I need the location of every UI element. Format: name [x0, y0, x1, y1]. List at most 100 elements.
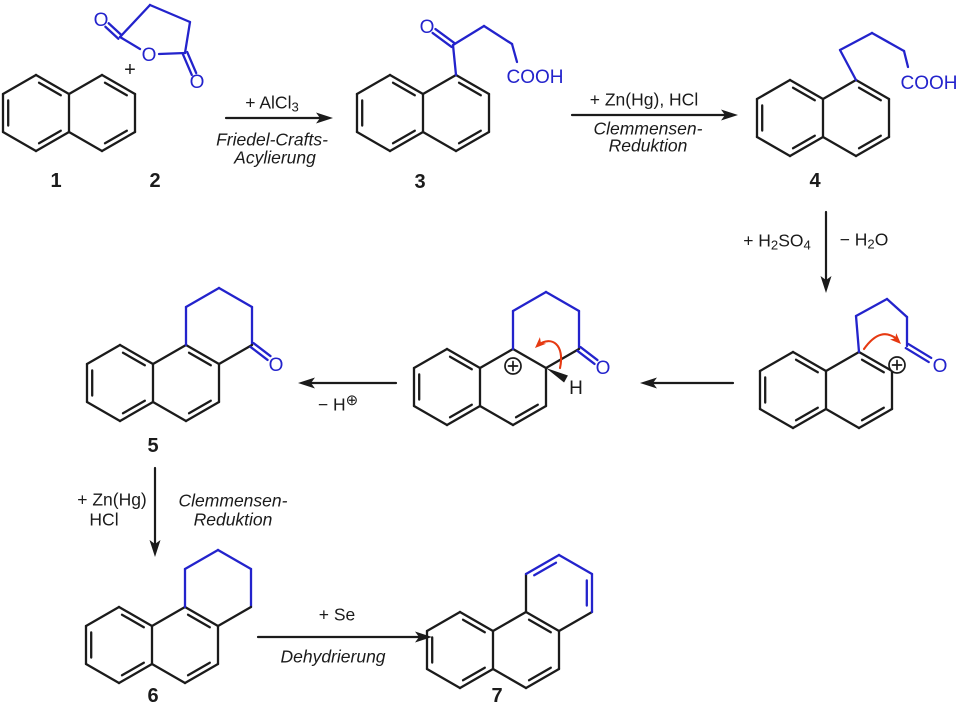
- bond: [34, 130, 71, 153]
- double-bond-inner: [448, 355, 473, 371]
- bond: [821, 135, 858, 158]
- bond: [84, 662, 121, 685]
- double-bond-inner: [448, 403, 473, 419]
- bond: [451, 24, 486, 47]
- bond: [67, 73, 104, 96]
- structure-naphthalene: [1, 73, 137, 153]
- double-bond: [186, 50, 198, 75]
- bond: [870, 31, 906, 53]
- bond: [150, 662, 187, 685]
- reaction-arrow-6-down: [149, 466, 161, 557]
- bond: [511, 404, 548, 427]
- bond: [34, 73, 71, 96]
- bond: [524, 667, 561, 690]
- double-bond-inner: [457, 81, 482, 97]
- bond: [118, 343, 155, 366]
- double-bond-inner: [457, 129, 482, 145]
- bond: [755, 78, 792, 101]
- double-bond: [107, 22, 123, 37]
- bond: [854, 314, 861, 354]
- structure-dihydrophenanthrenone-5: O: [85, 286, 283, 423]
- bond: [425, 667, 462, 690]
- bond: [84, 605, 121, 628]
- bond: [412, 347, 449, 370]
- bond: [454, 73, 491, 96]
- structure-tetrahydrophenanthrene-6: [84, 548, 253, 685]
- bond: [857, 350, 894, 373]
- bond: [510, 42, 519, 64]
- double-bond-inner: [37, 81, 62, 97]
- double-bond: [431, 31, 453, 49]
- bond: [838, 31, 874, 52]
- bond: [821, 78, 858, 101]
- bond: [491, 610, 528, 633]
- bond: [151, 343, 188, 366]
- structure-succinic-anhydride: OOO: [94, 3, 205, 93]
- bond: [151, 400, 188, 423]
- double-bond-inner: [514, 403, 539, 419]
- atom-label: H: [569, 378, 583, 399]
- arrowhead-icon: [298, 377, 315, 389]
- atom-label: O: [190, 72, 205, 93]
- double-bond-inner: [103, 81, 128, 97]
- arrowhead-icon: [640, 377, 657, 389]
- double-bond-inner: [533, 561, 558, 577]
- double-bond: [252, 341, 272, 358]
- atom-label: O: [420, 17, 435, 38]
- bond: [544, 290, 581, 313]
- double-bond-inner: [186, 613, 211, 629]
- structure-naphthyl-butanoic-acid-4: COOH: [755, 31, 958, 158]
- bond: [491, 667, 528, 690]
- bond: [857, 407, 894, 430]
- bond: [854, 78, 891, 101]
- bond: [511, 290, 548, 313]
- double-bond-inner: [461, 618, 486, 634]
- bond: [184, 343, 221, 366]
- bond: [557, 610, 594, 633]
- double-bond-inner: [391, 129, 416, 145]
- double-bond-inner: [791, 134, 816, 150]
- structure-acylium-cation: O: [758, 297, 947, 430]
- bond: [118, 3, 152, 39]
- bond: [544, 347, 581, 370]
- double-bond-inner: [860, 358, 885, 374]
- bond: [425, 610, 462, 633]
- double-bond-inner: [391, 81, 416, 97]
- double-bond-inner: [794, 358, 819, 374]
- reaction-arrow-1: [224, 112, 333, 124]
- structure-keto-acid-3: O COOH: [355, 17, 564, 153]
- bond: [217, 343, 254, 366]
- atom-label: COOH: [507, 67, 564, 88]
- reaction-arrow-7: [256, 631, 432, 643]
- double-bond-inner: [187, 399, 212, 415]
- double-bond-inner: [794, 406, 819, 422]
- double-bond: [181, 52, 193, 77]
- bond: [511, 347, 548, 370]
- double-bond-inner: [120, 661, 145, 677]
- double-bond-inner: [860, 406, 885, 422]
- bond: [482, 24, 514, 46]
- bond: [100, 130, 137, 153]
- bond: [755, 135, 792, 158]
- mechanism-arrow-cyclization: [862, 333, 901, 351]
- bond: [854, 135, 891, 158]
- atom-label: O: [94, 10, 109, 31]
- double-bond-inner: [121, 351, 146, 367]
- double-bond-inner: [461, 666, 486, 682]
- bond: [524, 610, 561, 633]
- bond: [557, 553, 594, 576]
- double-bond: [907, 342, 933, 360]
- double-bond-inner: [527, 666, 552, 682]
- wedge-bond: [546, 368, 568, 383]
- double-bond-inner: [103, 129, 128, 145]
- bond: [100, 73, 137, 96]
- structure-phenanthrene-7: [425, 553, 594, 690]
- double-bond: [249, 345, 269, 362]
- bond: [454, 130, 491, 153]
- reaction-arrow-4-left: [640, 377, 735, 389]
- atom-label: O: [596, 358, 611, 379]
- bond: [1, 73, 38, 96]
- bond: [217, 286, 254, 309]
- arrowhead-icon: [415, 631, 432, 643]
